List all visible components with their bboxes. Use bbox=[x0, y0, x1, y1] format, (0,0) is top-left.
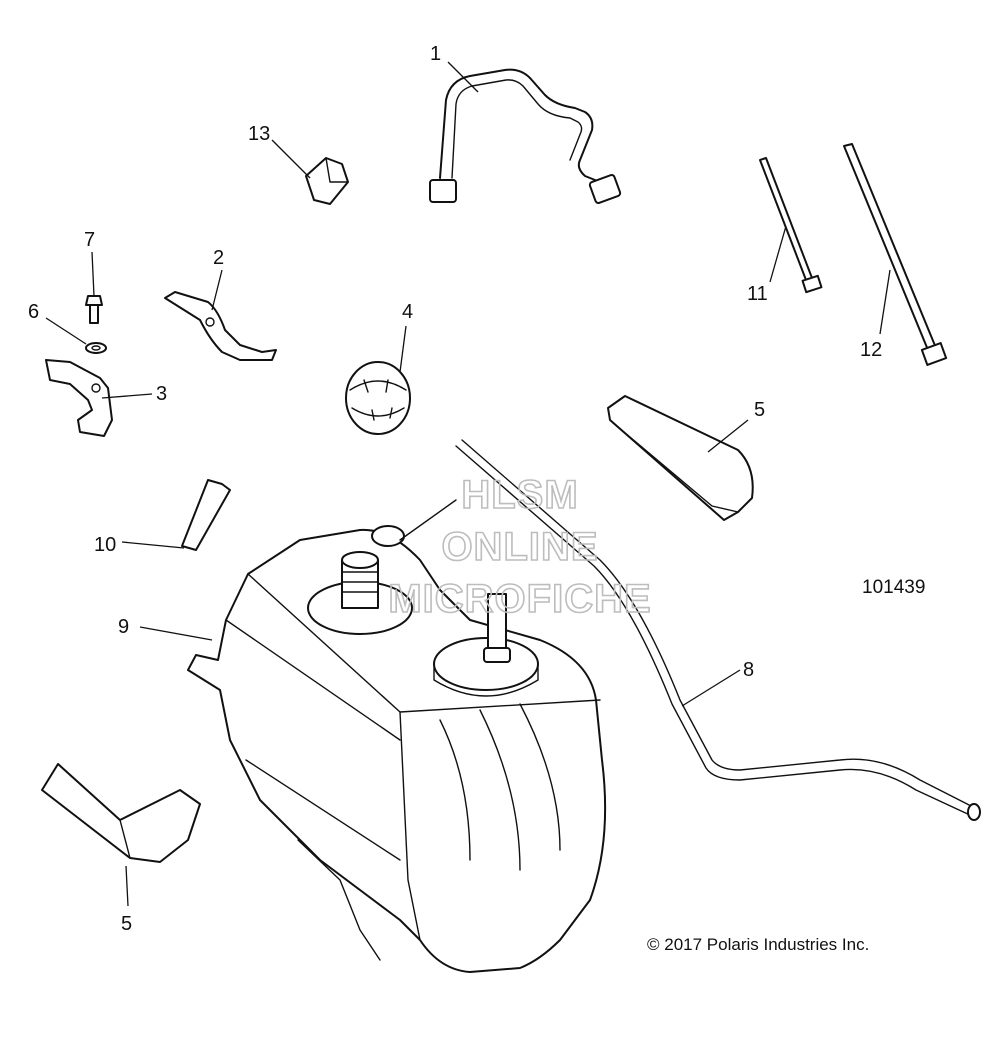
fuel-cap-part[interactable] bbox=[345, 361, 411, 435]
callout-8: 8 bbox=[743, 659, 754, 681]
callout-11: 11 bbox=[747, 283, 768, 305]
bracket-part-3[interactable] bbox=[45, 359, 113, 437]
bolt-part[interactable] bbox=[85, 295, 103, 324]
callout-3: 3 bbox=[156, 383, 167, 405]
pad-part-upper[interactable] bbox=[607, 395, 754, 521]
bracket-part-2[interactable] bbox=[164, 291, 277, 361]
watermark-line-1: HLSM bbox=[461, 473, 578, 517]
callout-6: 6 bbox=[28, 301, 39, 323]
watermark-line-2: ONLINE bbox=[441, 525, 598, 569]
washer-part[interactable] bbox=[85, 342, 107, 354]
cable-tie-short-part[interactable] bbox=[759, 157, 823, 294]
clip-part[interactable] bbox=[305, 157, 349, 205]
callouts: 1 13 2 7 6 3 4 11 12 5 10 9 8 5 bbox=[28, 43, 882, 935]
leader-lines bbox=[45, 61, 891, 907]
cable-tie-long-part[interactable] bbox=[843, 143, 948, 366]
drawing-number: 101439 bbox=[862, 577, 925, 598]
callout-10: 10 bbox=[94, 534, 116, 556]
watermark-line-3: MICROFICHE bbox=[388, 577, 651, 621]
callout-12: 12 bbox=[860, 339, 882, 361]
callout-7: 7 bbox=[84, 229, 95, 251]
callout-4: 4 bbox=[402, 301, 413, 323]
watermark: HLSM ONLINE MICROFICHE bbox=[388, 472, 652, 622]
callout-1: 1 bbox=[430, 43, 441, 65]
callout-13: 13 bbox=[248, 123, 270, 145]
callout-5-lower: 5 bbox=[121, 913, 132, 935]
callout-2: 2 bbox=[213, 247, 224, 269]
callout-9: 9 bbox=[118, 616, 129, 638]
fuel-tank-part[interactable] bbox=[187, 499, 607, 973]
pad-strip-part[interactable] bbox=[181, 479, 231, 551]
vent-hose-part[interactable] bbox=[429, 68, 622, 204]
pad-part-lower[interactable] bbox=[41, 763, 201, 863]
callout-5-upper: 5 bbox=[754, 399, 765, 421]
vent-tube-part[interactable] bbox=[455, 439, 981, 821]
copyright-notice: © 2017 Polaris Industries Inc. bbox=[647, 935, 869, 954]
